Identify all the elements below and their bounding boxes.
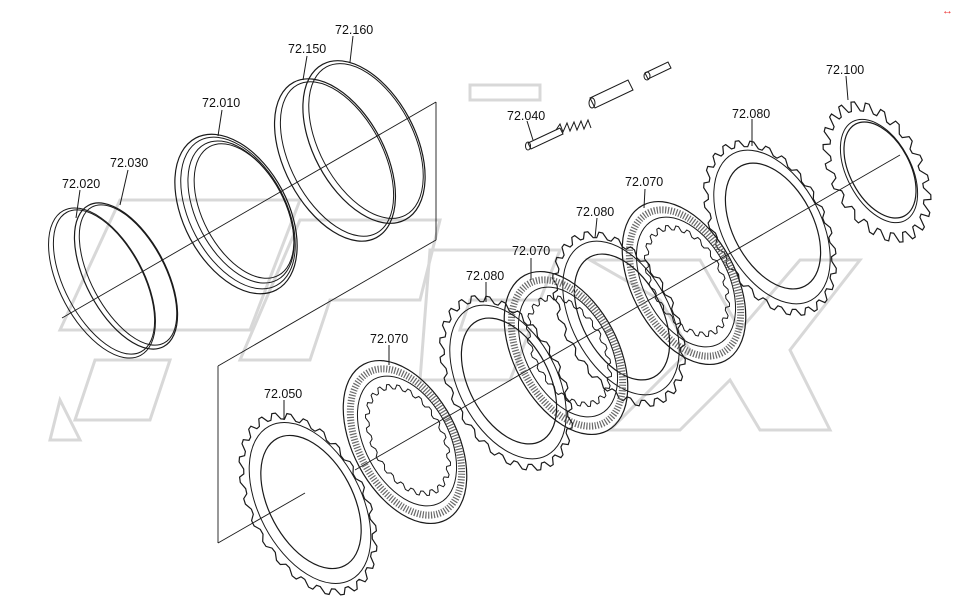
watermark-logo — [48, 83, 864, 442]
label-72-070-b: 72.070 — [512, 244, 550, 258]
label-72-030: 72.030 — [110, 156, 148, 170]
ring-72-160 — [302, 60, 426, 224]
label-72-100: 72.100 — [826, 63, 864, 77]
label-72-070-a: 72.070 — [625, 175, 663, 189]
label-72-150: 72.150 — [288, 42, 326, 56]
leader-lines — [75, 35, 849, 420]
steel-plate-72-080-b — [552, 231, 686, 407]
label-72-080-b: 72.080 — [576, 205, 614, 219]
friction-plate-72-070-a — [621, 200, 747, 366]
label-72-160: 72.160 — [335, 23, 373, 37]
label-72-080-c: 72.080 — [466, 269, 504, 283]
assembly-axis — [61, 101, 901, 544]
label-72-020: 72.020 — [62, 177, 100, 191]
pin-spring-assembly-72-040 — [525, 61, 672, 151]
hub-72-100 — [822, 101, 932, 243]
corner-mark: ↔ — [942, 5, 953, 17]
steel-plate-72-080-c — [439, 295, 573, 471]
friction-plate-72-070-b — [503, 270, 629, 436]
ring-72-150 — [273, 78, 397, 242]
clutch-plate-stack — [238, 101, 932, 596]
part-labels: 72.160 72.150 72.010 72.030 72.020 72.04… — [62, 23, 864, 401]
ring-72-010 — [174, 133, 298, 295]
label-72-010: 72.010 — [202, 96, 240, 110]
steel-plate-72-050 — [238, 412, 378, 596]
label-72-040: 72.040 — [507, 109, 545, 123]
friction-plate-72-070-c — [342, 359, 468, 525]
label-72-050: 72.050 — [264, 387, 302, 401]
ring-72-020 — [48, 207, 156, 359]
ring-72-030 — [73, 202, 179, 350]
label-72-070-c: 72.070 — [370, 332, 408, 346]
label-72-080-a: 72.080 — [732, 107, 770, 121]
